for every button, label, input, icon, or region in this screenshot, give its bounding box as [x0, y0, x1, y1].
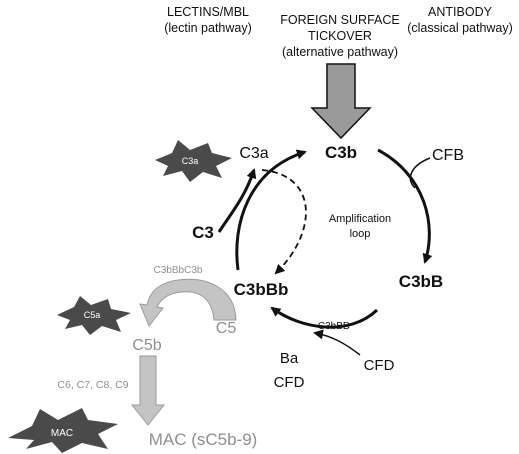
- ba-label: Ba: [280, 350, 299, 367]
- lectin-label-line1: LECTINS/MBL: [167, 5, 249, 19]
- late-components-label: C6, C7, C8, C9: [57, 379, 128, 391]
- cfb-arrow: [409, 157, 431, 189]
- mac-burst: MAC: [8, 408, 118, 453]
- c5a-burst: C5a: [57, 296, 131, 335]
- c3a-burst-icon: [155, 140, 232, 182]
- c5-conversion-arrow: [139, 278, 237, 327]
- c3a-label: C3a: [239, 145, 268, 162]
- alternative-label-line2: TICKOVER: [308, 29, 372, 43]
- classical-label-line2: (classical pathway): [407, 21, 513, 35]
- alternative-label-line3: (alternative pathway): [282, 45, 398, 59]
- mac-burst-icon: [8, 408, 118, 453]
- cfb-label: CFB: [432, 147, 464, 164]
- c3a-burst-label: C3a: [182, 156, 199, 166]
- cfd-output-label: CFD: [274, 374, 305, 391]
- c3a-burst: C3a: [155, 140, 232, 182]
- c5a-burst-icon: [57, 296, 131, 335]
- alternative-label-line1: FOREIGN SURFACE: [280, 13, 399, 27]
- cfd-input-label: CFD: [364, 357, 395, 374]
- c5-label: C5: [216, 320, 237, 337]
- mac-label: MAC (sC5b-9): [149, 430, 258, 449]
- c3bB-label: C3bB: [399, 272, 443, 291]
- amplification-loop-arrow: [261, 169, 307, 275]
- c3-label: C3: [192, 223, 214, 242]
- input-arrow: [310, 63, 372, 140]
- c5a-burst-label: C5a: [84, 310, 101, 320]
- alternative-pathway-label: FOREIGN SURFACE TICKOVER (alternative pa…: [280, 13, 399, 59]
- amplification-label-line1: Amplification: [329, 213, 391, 225]
- c3-entry-arrow: [217, 168, 257, 233]
- mac-burst-label: MAC: [51, 428, 73, 439]
- c5b-label: C5b: [132, 337, 161, 354]
- cycle-arc-c3b-to-c3bB: [377, 148, 433, 264]
- lectin-label-line2: (lectin pathway): [164, 21, 252, 35]
- convertase-label: C3bBbC3b: [154, 265, 203, 276]
- cycle-arc-c3bB-to-c3bBb: [270, 306, 379, 329]
- cycle-arc-c3bBb-to-c3b: [235, 149, 307, 271]
- c3bBb-label: C3bBb: [234, 280, 289, 299]
- classical-pathway-label: ANTIBODY (classical pathway): [407, 5, 513, 35]
- classical-label-line1: ANTIBODY: [428, 5, 493, 19]
- amplification-label-line2: loop: [350, 228, 371, 240]
- c3bBD-label: C3bBD: [318, 321, 350, 332]
- mac-formation-arrow: [130, 355, 166, 426]
- cfd-arrow: [313, 329, 361, 356]
- c3b-label: C3b: [325, 143, 357, 162]
- lectin-pathway-label: LECTINS/MBL (lectin pathway): [164, 5, 252, 35]
